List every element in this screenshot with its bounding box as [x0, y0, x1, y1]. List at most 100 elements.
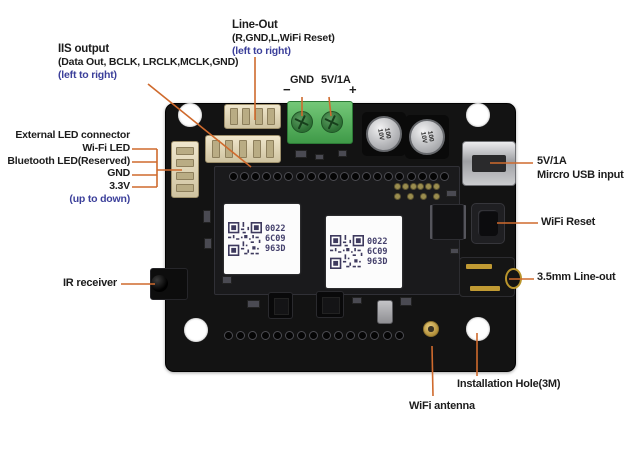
installation-hole-label: Installation Hole(3M) [457, 378, 561, 390]
inductor [268, 292, 293, 319]
wifi-reset-button [471, 203, 505, 244]
usb-input-label: 5V/1A Mircro USB input [537, 155, 624, 182]
usb-label-line2: Mircro USB input [537, 168, 624, 181]
pin-hole [272, 331, 282, 340]
mounting-hole-top-right [466, 103, 490, 127]
iis-output-connector [205, 135, 281, 163]
pin-hole [273, 172, 283, 181]
pin-hole [284, 172, 294, 181]
ir-receiver-dome [151, 275, 168, 292]
power-5v-label: 5V/1A [321, 74, 351, 86]
pin-hole [285, 331, 295, 340]
inductor [316, 291, 344, 318]
pin-header-row-top [229, 172, 449, 181]
iis-output-label: IIS output (Data Out, BCLK, LRCLK,MCLK,G… [58, 43, 238, 81]
jack-contact [470, 286, 500, 291]
connector-pin [252, 139, 261, 159]
sticker-line: 963D [367, 257, 388, 267]
pin-header-row-bottom [224, 331, 404, 340]
usb-label-line1: 5V/1A [537, 155, 567, 167]
pin-pad [401, 183, 409, 190]
pin-pad [432, 183, 440, 190]
capacitor-marking: 100 10V [419, 130, 435, 144]
connector-pin [229, 108, 238, 125]
connector-pin [225, 139, 234, 159]
pin-hole [370, 331, 380, 340]
amplifier-chip [432, 204, 464, 240]
capacitor-marking: 100 10V [376, 127, 392, 141]
pin-pad [394, 183, 401, 190]
iis-output-title: IIS output [58, 43, 110, 55]
smd-component [295, 150, 307, 158]
jack-contact [466, 264, 492, 269]
pin-hole [362, 172, 372, 181]
pin-hole [297, 331, 307, 340]
mounting-hole-bottom-left [184, 318, 208, 342]
pin-hole [346, 331, 356, 340]
module-sticker: 0022 6C09 963D [326, 216, 402, 288]
led-pin-label: Bluetooth LED(Reserved) [7, 154, 130, 167]
pin-pad [409, 183, 417, 190]
button-cap [477, 210, 499, 236]
sticker-line: 6C09 [367, 247, 388, 257]
pin-hole [384, 172, 394, 181]
pin-hole [328, 172, 338, 181]
connector-pin [267, 108, 276, 125]
led-block-title: External LED connector [15, 129, 130, 141]
sticker-line: 0022 [367, 237, 388, 247]
smd-component [247, 300, 260, 308]
connector-pin [175, 184, 195, 193]
pin-hole [395, 172, 405, 181]
pin-hole [351, 172, 361, 181]
led-pin-label: GND [107, 167, 130, 180]
pin-hole [295, 172, 305, 181]
pin-hole [229, 172, 238, 181]
smd-component [338, 150, 347, 157]
pin-hole [321, 331, 331, 340]
pin-pad [407, 193, 414, 200]
connector-pin [175, 159, 195, 168]
pin-hole [373, 172, 383, 181]
smd-component [446, 190, 457, 197]
wifi-antenna-label: WiFi antenna [409, 400, 475, 412]
pin-hole [306, 172, 316, 181]
sticker-line: 0022 [265, 224, 286, 234]
pin-hole [262, 172, 272, 181]
crystal-oscillator [377, 300, 393, 324]
usb-slot [472, 154, 506, 173]
external-led-connector [171, 141, 199, 198]
pin-pad [394, 193, 401, 200]
line-out-label: Line-Out (R,GND,L,WiFi Reset) (left to r… [232, 19, 335, 57]
smd-component [352, 297, 362, 304]
terminal-screw-gnd [291, 111, 313, 133]
sticker-text: 0022 6C09 963D [265, 224, 285, 254]
smd-component [204, 238, 212, 249]
smd-component [450, 248, 459, 254]
pin-pad [420, 193, 427, 200]
connector-pin [238, 139, 247, 159]
terminal-screw-5v [321, 111, 343, 133]
pin-hole [417, 172, 427, 181]
smd-component [315, 154, 324, 160]
connector-pin [211, 139, 220, 159]
pin-hole [333, 331, 343, 340]
sticker-line: 963D [265, 244, 286, 254]
led-block-note: (up to down) [69, 192, 130, 205]
wifi-reset-label: WiFi Reset [541, 216, 596, 228]
module-sticker: 0022 6C09 963D [224, 204, 300, 274]
line-out-title: Line-Out [232, 19, 278, 31]
gnd-label: GND [290, 74, 314, 86]
pin-hole [394, 331, 404, 340]
line-out-connector [224, 104, 281, 129]
pin-pad [425, 183, 433, 190]
led-pin-label: Wi-Fi LED [82, 141, 130, 154]
pin-hole [251, 172, 261, 181]
pin-hole [309, 331, 319, 340]
micro-usb-port [462, 141, 516, 186]
connector-pin [266, 139, 275, 159]
line-out-jack-label: 3.5mm Line-out [537, 271, 616, 283]
pin-hole [339, 172, 349, 181]
line-out-note: (left to right) [232, 44, 291, 57]
line-out-detail: (R,GND,L,WiFi Reset) [232, 31, 335, 44]
